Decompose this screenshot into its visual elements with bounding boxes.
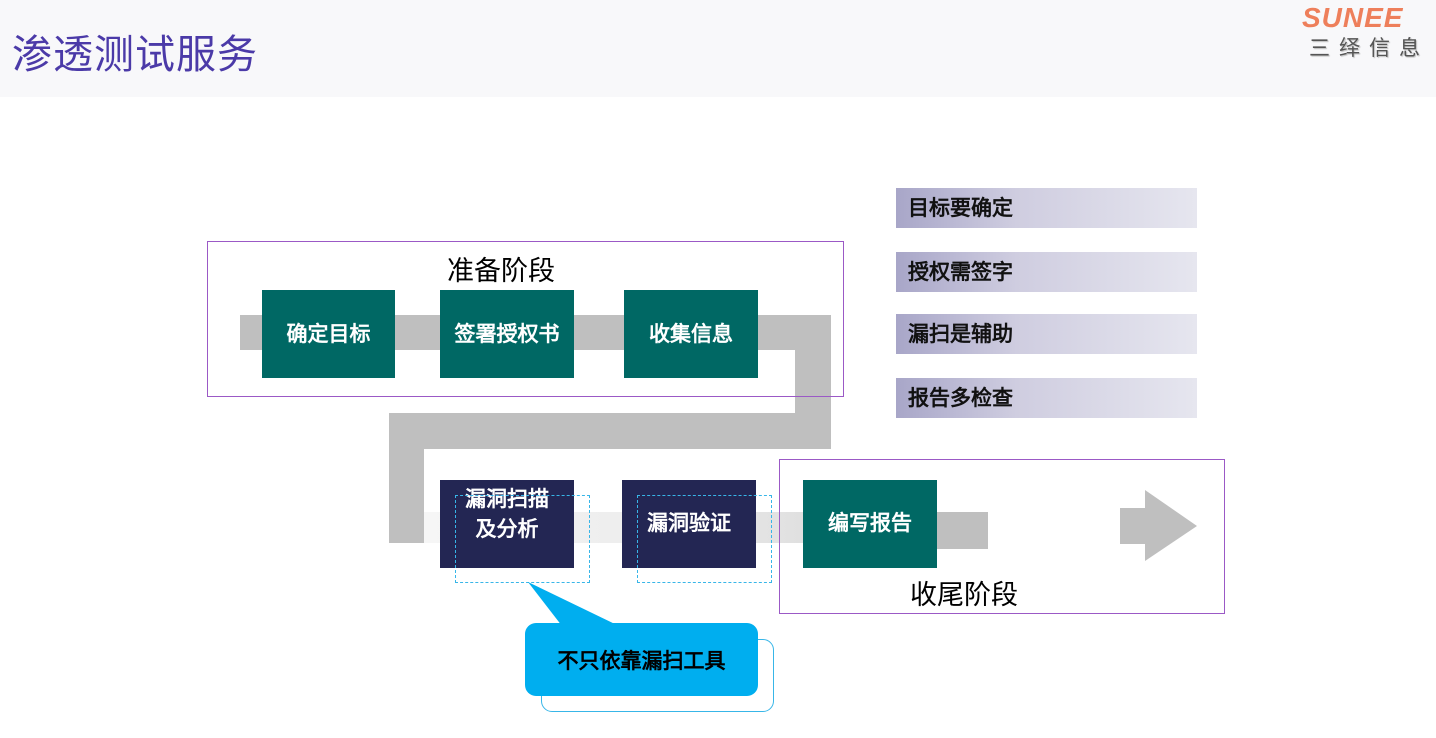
- tip-scan-assist: 漏扫是辅助: [896, 314, 1197, 354]
- step-label: 签署授权书: [454, 321, 560, 346]
- step-label: 收集信息: [649, 321, 733, 346]
- connector-row2-end: [936, 512, 988, 549]
- step-confirm-target: 确定目标: [262, 290, 395, 378]
- header-band: 渗透测试服务 SUNEE 三绎信息: [0, 0, 1436, 97]
- callout-pointer: [528, 582, 619, 626]
- connector-middle: [389, 413, 831, 449]
- step-collect-info: 收集信息: [624, 290, 758, 378]
- step-label: 漏洞扫描 及分析: [465, 486, 549, 541]
- step-vuln-scan-analysis: 漏洞扫描 及分析: [440, 480, 574, 568]
- step-sign-authorization: 签署授权书: [440, 290, 574, 378]
- page-title: 渗透测试服务: [12, 32, 258, 78]
- tip-report-check: 报告多检查: [896, 378, 1197, 418]
- tip-authorization: 授权需签字: [896, 252, 1197, 292]
- highlight-frame-verify: [637, 495, 772, 583]
- highlight-frame-scan: [455, 495, 590, 583]
- callout-note: 不只依靠漏扫工具: [525, 623, 758, 696]
- prepare-phase-label: 准备阶段: [447, 256, 555, 287]
- prepare-phase-frame: [207, 241, 844, 397]
- step-label: 漏洞验证: [647, 510, 731, 535]
- step-label: 编写报告: [828, 510, 912, 535]
- step-write-report: 编写报告: [803, 480, 937, 568]
- logo-wordmark: SUNEE: [1302, 2, 1404, 33]
- tip-target: 目标要确定: [896, 188, 1197, 228]
- finish-phase-frame: [779, 459, 1225, 614]
- step-label: 确定目标: [286, 321, 371, 346]
- finish-phase-label: 收尾阶段: [910, 580, 1018, 611]
- arrow-right-icon: [1120, 490, 1197, 561]
- step-vuln-verify: 漏洞验证: [622, 480, 756, 568]
- callout-text: 不只依靠漏扫工具: [557, 647, 726, 673]
- logo-chinese-name: 三绎信息: [1309, 36, 1429, 60]
